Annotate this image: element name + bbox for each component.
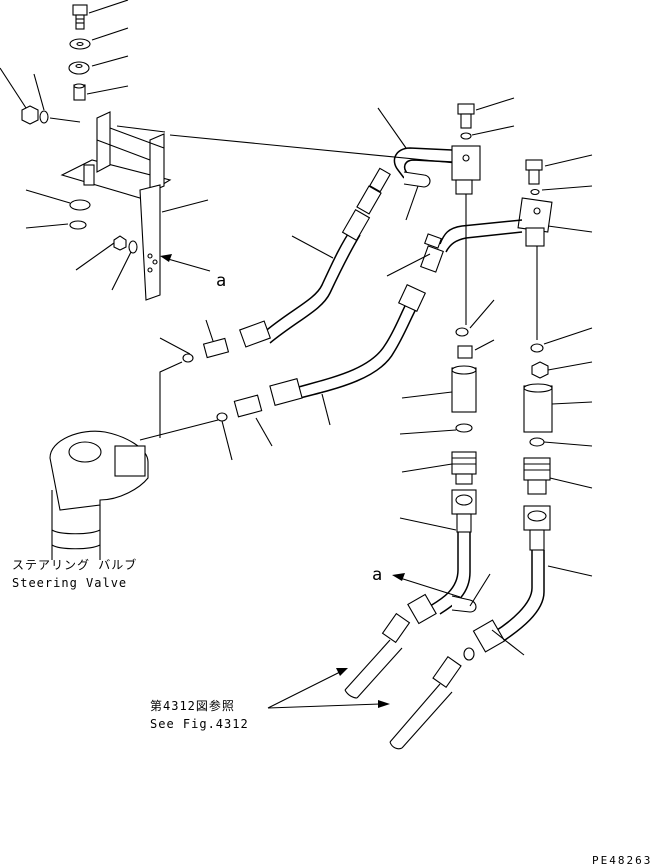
bracket-assembly <box>0 0 209 301</box>
upper-hose-connector <box>182 337 230 363</box>
steering-valve <box>49 361 219 560</box>
callout-arrow-a-bottom <box>392 573 461 598</box>
drawing-code: PE48263 <box>592 854 653 867</box>
fig-ref-label-en: See Fig.4312 <box>150 717 249 731</box>
lower-hose-connector <box>216 394 263 422</box>
ref-pipe-lower <box>389 655 462 750</box>
ref-pipe-upper <box>344 612 411 699</box>
tube-right-assembly <box>386 154 593 353</box>
upper-hose <box>239 167 391 348</box>
tube-left-assembly <box>377 97 515 337</box>
bracket-nut-left <box>21 105 39 125</box>
steering-valve-label-en: Steering Valve <box>12 576 128 590</box>
fitting-stack-left <box>399 339 495 625</box>
fitting-stack-right <box>463 361 593 661</box>
callout-arrow-a-top <box>160 254 211 272</box>
ref-arrows <box>267 668 390 709</box>
callout-a-bottom: a <box>372 565 383 585</box>
steering-valve-label-jp: ステアリング バルブ <box>12 558 138 572</box>
fig-ref-label-jp: 第4312図参照 <box>150 699 235 713</box>
lower-hose <box>269 283 427 406</box>
callout-a-top: a <box>216 271 227 291</box>
bracket-bolt <box>72 4 88 30</box>
bracket-stay <box>139 184 161 301</box>
